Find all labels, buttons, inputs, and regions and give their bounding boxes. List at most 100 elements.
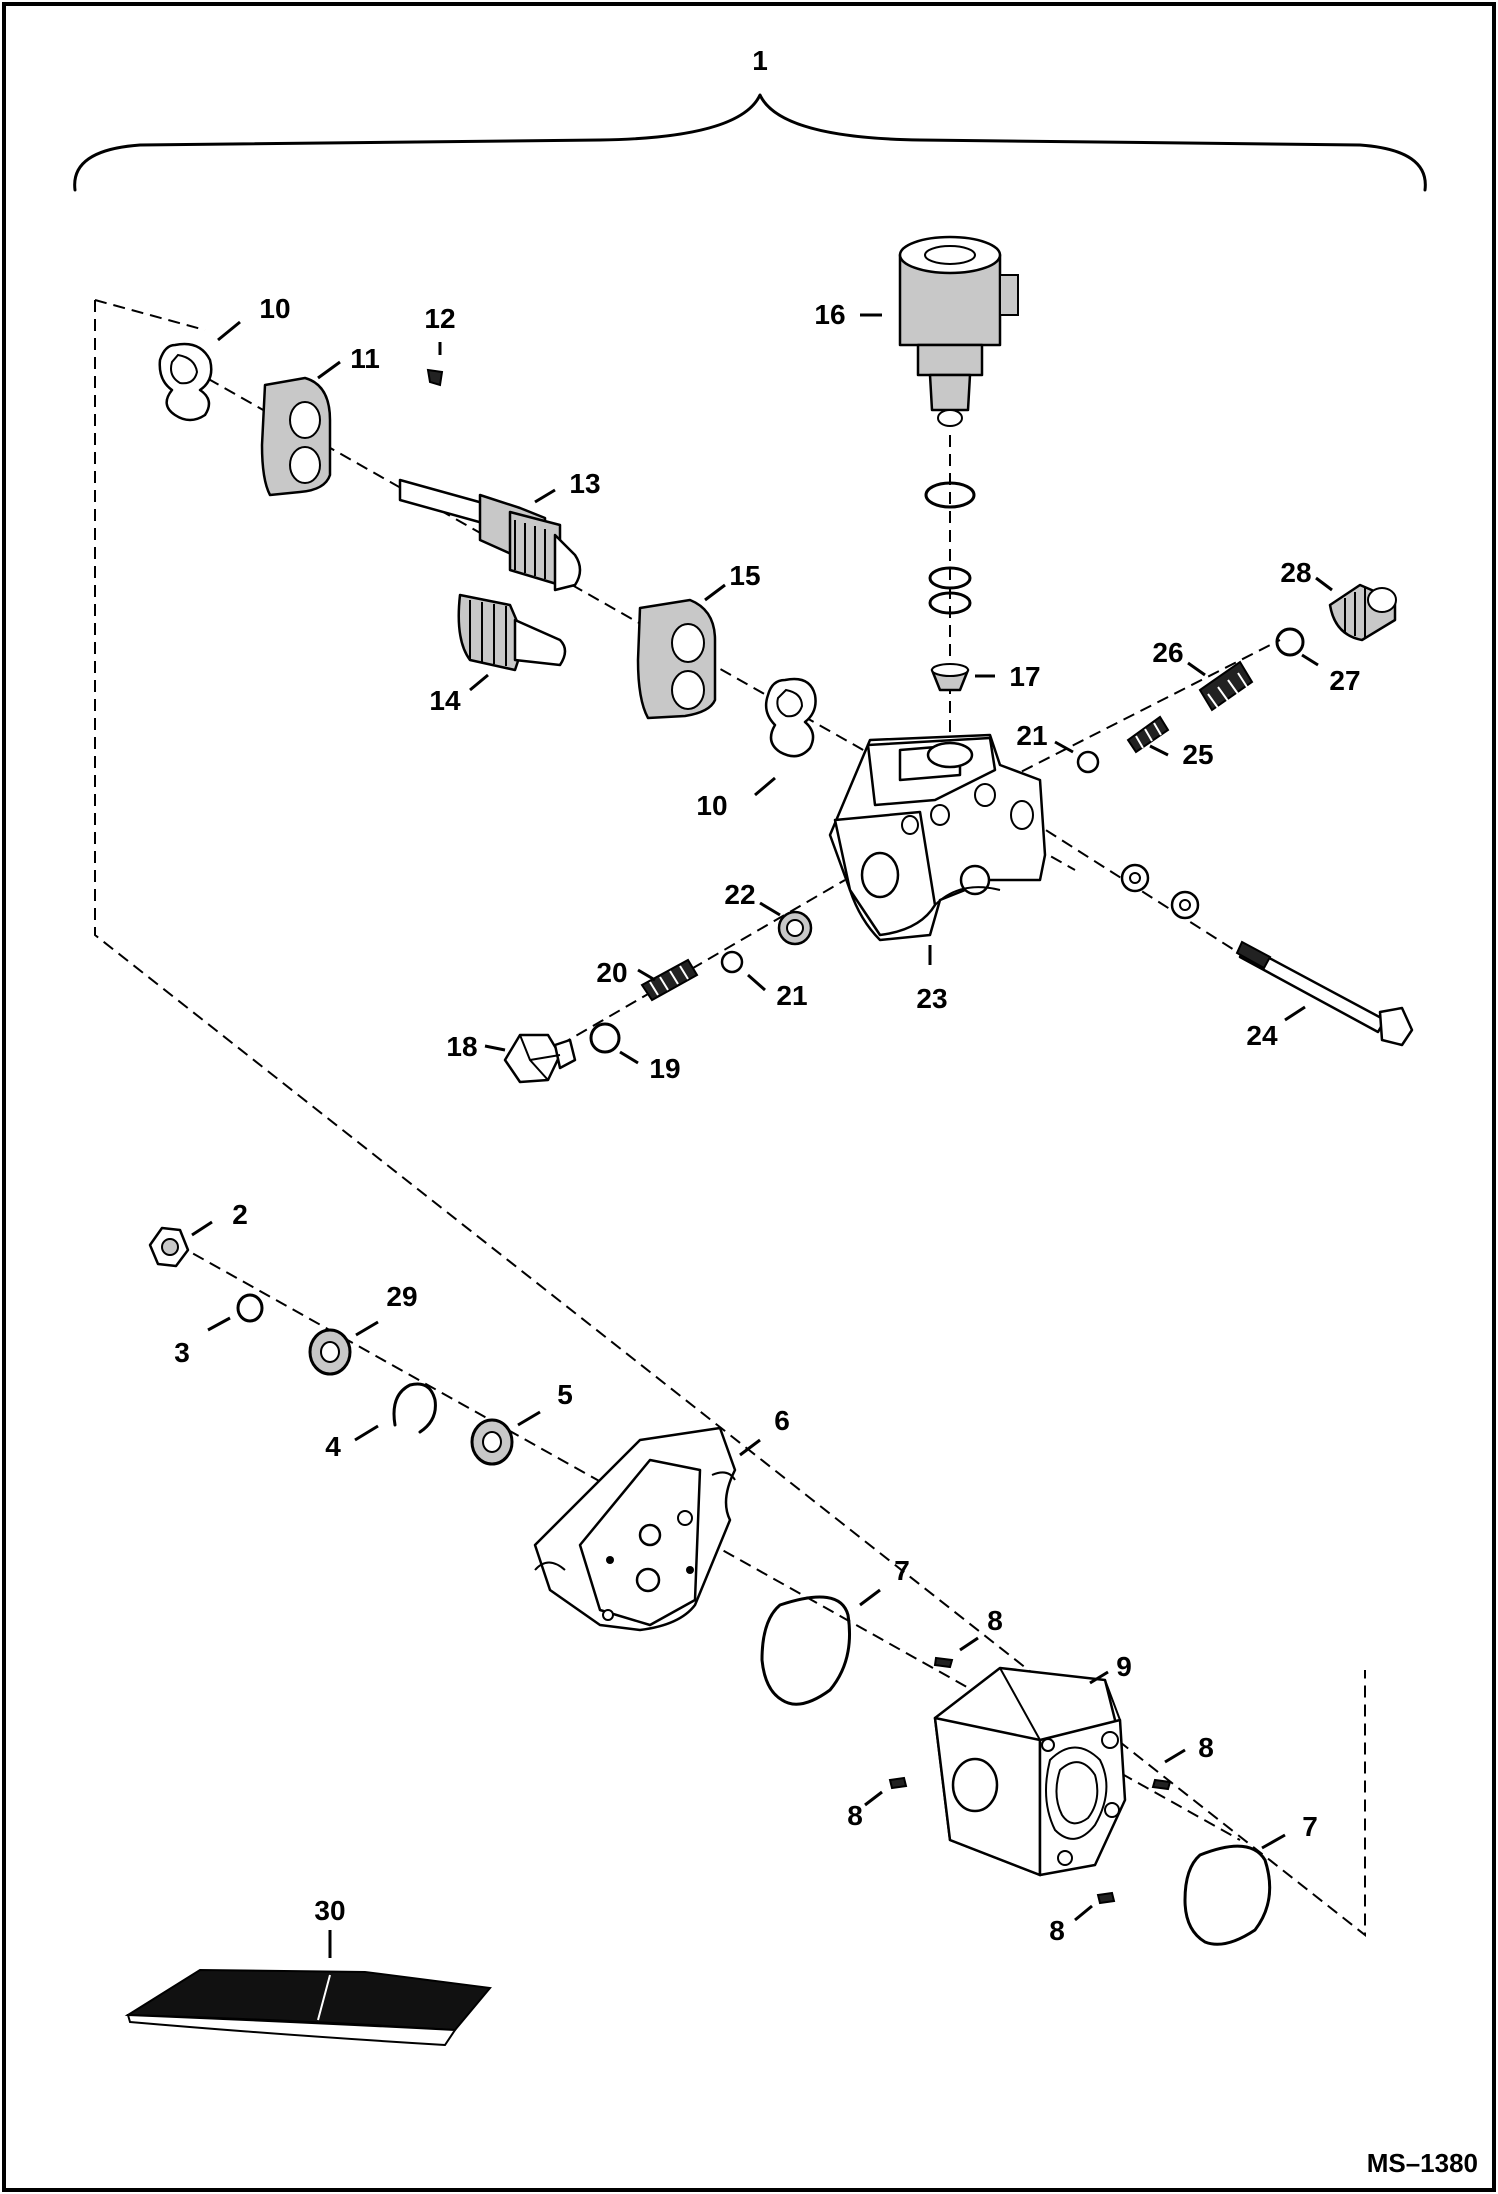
nut-2 bbox=[148, 1226, 190, 1268]
leader-9 bbox=[1089, 1670, 1109, 1685]
callout-10-lower: 10 bbox=[696, 790, 727, 821]
leader-11 bbox=[317, 360, 341, 380]
leader-8d bbox=[1074, 1904, 1093, 1922]
leader-8b bbox=[1164, 1748, 1186, 1764]
callout-7-right: 7 bbox=[1302, 1811, 1318, 1842]
leader-26 bbox=[1187, 661, 1206, 677]
bushing-15 bbox=[636, 598, 717, 720]
leader-4 bbox=[354, 1424, 379, 1442]
dowel-pin-8-a bbox=[933, 1656, 954, 1669]
axis-line-bolt bbox=[1029, 819, 1251, 961]
axis-line-relief bbox=[1004, 639, 1281, 781]
callout-9: 9 bbox=[1116, 1651, 1132, 1682]
callout-23: 23 bbox=[916, 983, 947, 1014]
flange-6 bbox=[533, 1426, 737, 1632]
callout-14: 14 bbox=[429, 685, 461, 716]
driven-gear-14 bbox=[457, 593, 567, 672]
callout-29: 29 bbox=[386, 1281, 417, 1312]
leader-15 bbox=[704, 583, 726, 602]
leader-20 bbox=[637, 968, 656, 982]
bushing-11 bbox=[260, 376, 332, 497]
dowel-pin-8-c bbox=[888, 1776, 908, 1790]
snap-ring-4 bbox=[392, 1382, 437, 1434]
gear-housing-9 bbox=[933, 1666, 1127, 1877]
callout-2: 2 bbox=[232, 1199, 248, 1230]
leader-24 bbox=[1284, 1005, 1306, 1022]
callout-4: 4 bbox=[325, 1431, 341, 1462]
leader-13 bbox=[534, 488, 556, 504]
callout-12: 12 bbox=[424, 303, 455, 334]
axis-line-plug bbox=[559, 879, 846, 1046]
spring-20 bbox=[640, 958, 699, 1002]
leader-28 bbox=[1315, 576, 1333, 592]
o-ring-solenoid-3 bbox=[928, 591, 972, 615]
leader-10b bbox=[754, 776, 776, 797]
ball-21-lower bbox=[720, 950, 744, 974]
callout-8-b: 8 bbox=[1198, 1732, 1214, 1763]
key-12 bbox=[426, 368, 444, 387]
bolt-24 bbox=[1235, 940, 1414, 1047]
leader-27 bbox=[1301, 653, 1319, 667]
callout-15: 15 bbox=[729, 560, 760, 591]
callout-7-left: 7 bbox=[894, 1555, 910, 1586]
leader-2 bbox=[191, 1220, 213, 1237]
leader-7b bbox=[1261, 1833, 1286, 1850]
o-ring-solenoid-1 bbox=[924, 481, 976, 509]
ball-21-upper bbox=[1076, 750, 1100, 774]
callout-21-upper: 21 bbox=[1016, 720, 1047, 751]
leader-21a bbox=[1054, 740, 1074, 754]
leader-29 bbox=[355, 1320, 379, 1337]
seal-29 bbox=[308, 1328, 352, 1376]
leader-8a bbox=[959, 1636, 979, 1652]
callout-5: 5 bbox=[557, 1379, 573, 1410]
spring-25 bbox=[1126, 715, 1170, 754]
o-ring-27 bbox=[1275, 627, 1305, 657]
callout-24: 24 bbox=[1246, 1020, 1278, 1051]
leader-10a bbox=[217, 320, 241, 342]
callout-22: 22 bbox=[724, 879, 755, 910]
callout-11: 11 bbox=[350, 343, 380, 374]
drawing-number: MS–1380 bbox=[1367, 2148, 1478, 2178]
callout-1: 1 bbox=[752, 45, 768, 76]
callout-25: 25 bbox=[1182, 739, 1213, 770]
washer-bolt-1-hole bbox=[1129, 872, 1141, 884]
pump-housing-23 bbox=[828, 733, 1047, 942]
assembly-outline bbox=[94, 300, 1366, 1938]
leader-25 bbox=[1149, 744, 1169, 757]
leader-3 bbox=[207, 1316, 231, 1332]
callout-26: 26 bbox=[1152, 637, 1183, 668]
callout-8-a: 8 bbox=[987, 1605, 1003, 1636]
leader-19 bbox=[619, 1050, 639, 1065]
washer-bolt-2-hole bbox=[1179, 899, 1191, 911]
solenoid-valve-16 bbox=[898, 235, 1019, 427]
leader-14 bbox=[469, 673, 489, 692]
o-ring-7-left bbox=[760, 1595, 852, 1706]
leader-8c bbox=[864, 1790, 883, 1807]
callout-19: 19 bbox=[649, 1053, 680, 1084]
leader-22 bbox=[759, 901, 781, 917]
callout-3: 3 bbox=[174, 1337, 190, 1368]
callout-30: 30 bbox=[314, 1895, 345, 1926]
callout-10-upper: 10 bbox=[259, 293, 290, 324]
leader-18 bbox=[484, 1044, 506, 1052]
drive-gear-shaft-13 bbox=[398, 478, 582, 592]
o-ring-7-right bbox=[1183, 1844, 1272, 1946]
leader-6 bbox=[739, 1438, 761, 1457]
callout-17: 17 bbox=[1009, 661, 1040, 692]
leader-5 bbox=[517, 1410, 541, 1427]
gasket-10-lower bbox=[764, 677, 817, 758]
assembly-outline-top bbox=[94, 299, 206, 331]
callout-27: 27 bbox=[1329, 665, 1360, 696]
callout-6: 6 bbox=[774, 1405, 790, 1436]
leader-7a bbox=[859, 1588, 881, 1607]
assembly-brace bbox=[73, 93, 1427, 192]
spring-26 bbox=[1198, 660, 1254, 712]
o-ring-19 bbox=[589, 1022, 621, 1054]
plug-18 bbox=[503, 1033, 577, 1084]
callout-8-c: 8 bbox=[847, 1800, 863, 1831]
o-ring-solenoid-2 bbox=[928, 566, 972, 590]
callout-16: 16 bbox=[814, 299, 845, 330]
